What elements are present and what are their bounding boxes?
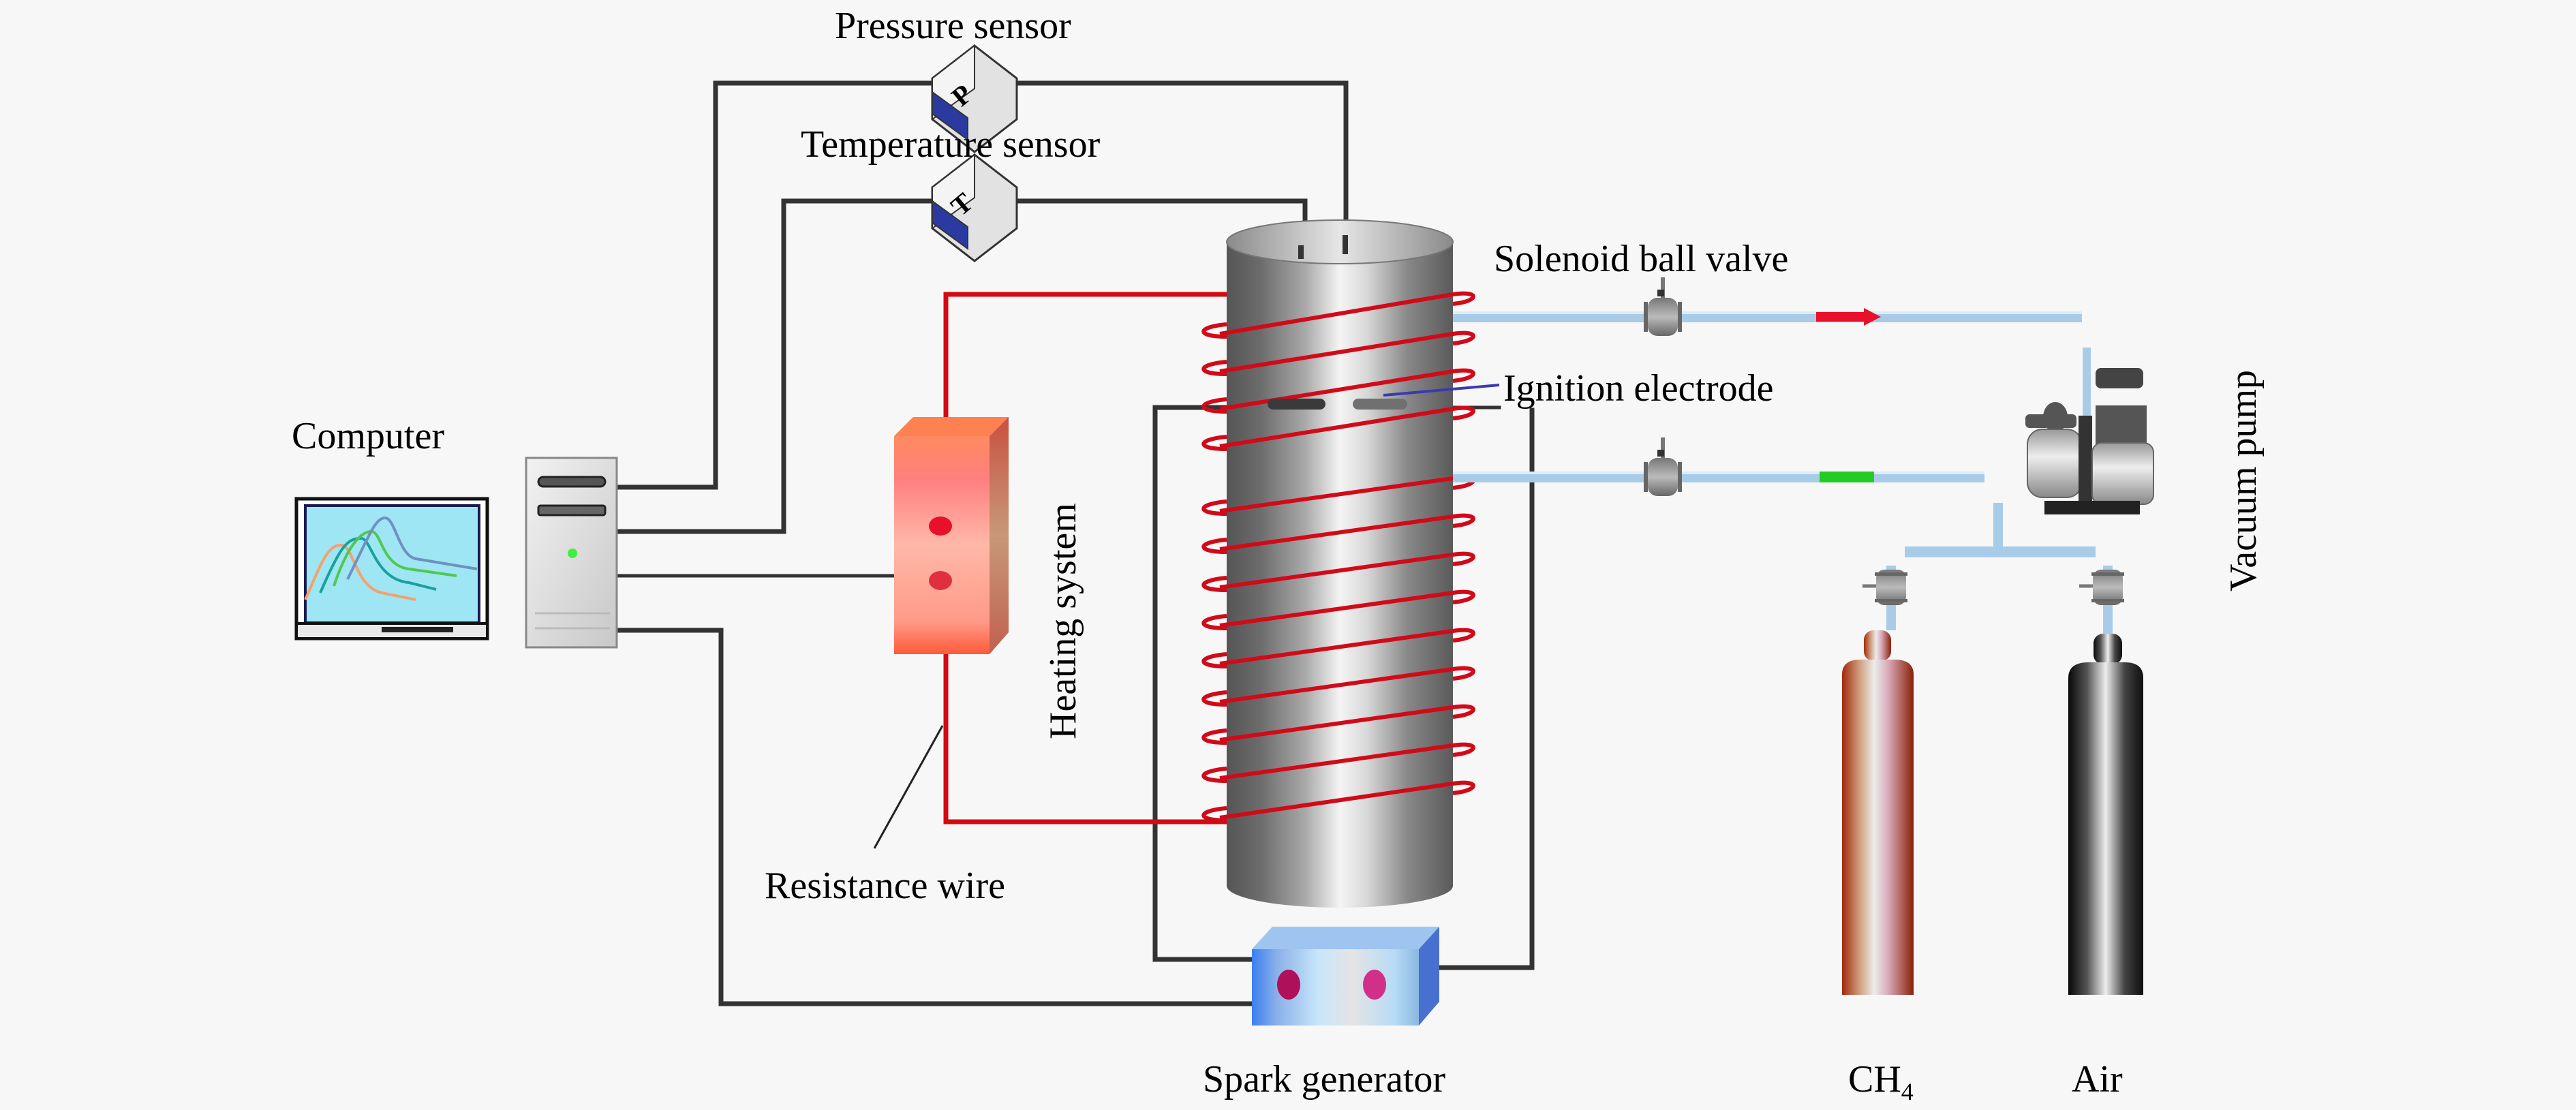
coil-loop-back (1201, 652, 1227, 668)
coil-loop-back (1201, 728, 1227, 745)
coil-loop-back (1201, 499, 1227, 516)
wire-computer-to-temperature-sensor (614, 198, 936, 534)
coil-loop-back (1201, 806, 1227, 822)
label-air: Air (2072, 1058, 2123, 1100)
flow-arrow-in-icon (1820, 472, 1874, 482)
coil-turn (1219, 551, 1475, 589)
coil-turn (1219, 666, 1475, 704)
computer (294, 457, 618, 649)
coil-turn (1219, 330, 1475, 373)
pressure-sensor: P (931, 44, 1018, 153)
coil-turn (1219, 513, 1475, 551)
heating-system-box (894, 417, 1009, 654)
coil-turn (1219, 405, 1475, 448)
coil-turn (1219, 628, 1475, 666)
heating-wire-top (943, 292, 1240, 417)
gas-pipes (1453, 308, 2113, 634)
solenoid-valve-2 (1644, 437, 1682, 496)
vacuum-pump-icon (2025, 368, 2154, 514)
label-ch4-main: CH (1848, 1058, 1901, 1100)
vessel-bottom (1227, 864, 1453, 908)
heating-terminal-2 (929, 571, 952, 590)
wire-computer-to-spark-generator (614, 628, 1257, 1006)
wire-pressure-sensor-to-vessel (1013, 80, 1349, 248)
heating-wires (943, 292, 1240, 824)
label-ignition-electrode: Ignition electrode (1503, 367, 1774, 410)
coil-loop-back (1201, 538, 1227, 554)
label-vacuum-pump: Vacuum pump (2222, 370, 2265, 591)
coil-loop-back (1201, 767, 1227, 783)
signal-wires (614, 80, 1535, 1006)
coil-turn (1219, 742, 1475, 780)
coil-turn (1219, 368, 1475, 411)
spark-terminal-1 (1277, 970, 1300, 1000)
cylinder-valve-air (2079, 570, 2124, 605)
label-computer: Computer (292, 415, 444, 457)
heating-coil (1201, 291, 1475, 822)
coil-turn (1219, 589, 1475, 628)
coil-loop-back (1201, 614, 1227, 630)
spark-terminal-2 (1363, 970, 1386, 1000)
coil-loop-back (1201, 576, 1227, 592)
labels: Pressure sensor Temperature sensor Compu… (292, 5, 2265, 1105)
vessel-top (1226, 219, 1454, 264)
ignition-electrodes (1268, 384, 1500, 410)
wire-spark-to-electrode-left (1152, 405, 1257, 962)
coil-loop-back (1201, 690, 1227, 707)
tower-icon (525, 457, 618, 649)
coil-loop-back (1201, 397, 1227, 414)
solenoid-valve-1 (1644, 277, 1682, 336)
heating-wire-bottom (943, 654, 1240, 824)
resistance-wire-leader (873, 725, 944, 849)
spark-generator-box (1252, 927, 1439, 1026)
label-ch4-subscript: 4 (1901, 1078, 1914, 1105)
combustion-vessel (1226, 219, 1454, 908)
wire-spark-to-electrode-right (1434, 407, 1535, 970)
flow-arrow-out-icon (1816, 308, 1881, 326)
label-solenoid-ball-valve: Solenoid ball valve (1494, 238, 1788, 280)
label-heating-system: Heating system (1042, 503, 1084, 739)
ch4-cylinder (1842, 630, 1914, 995)
coil-turn (1219, 704, 1475, 742)
air-cylinder (2068, 634, 2143, 995)
label-resistance-wire: Resistance wire (765, 865, 1005, 907)
electrode-right (1353, 399, 1407, 410)
monitor-icon (294, 497, 489, 641)
electrode-left (1268, 399, 1325, 410)
vessel-body (1227, 242, 1453, 886)
electrode-leader-line (1383, 384, 1500, 397)
label-temperature-sensor: Temperature sensor (801, 123, 1101, 166)
label-pressure-sensor: Pressure sensor (835, 5, 1071, 47)
coil-loop-back (1201, 435, 1227, 451)
coil-loop-back (1201, 360, 1227, 376)
label-spark-generator: Spark generator (1203, 1058, 1445, 1100)
coil-turn (1219, 291, 1475, 336)
coil-loop-back (1201, 322, 1227, 339)
coil-turn (1219, 780, 1475, 820)
heating-terminal-1 (929, 517, 952, 536)
wire-computer-to-pressure-sensor (614, 80, 936, 490)
temperature-sensor: T (931, 153, 1018, 262)
label-ch4: CH4 (1848, 1058, 1914, 1105)
cylinder-valve-ch4 (1862, 570, 1907, 605)
